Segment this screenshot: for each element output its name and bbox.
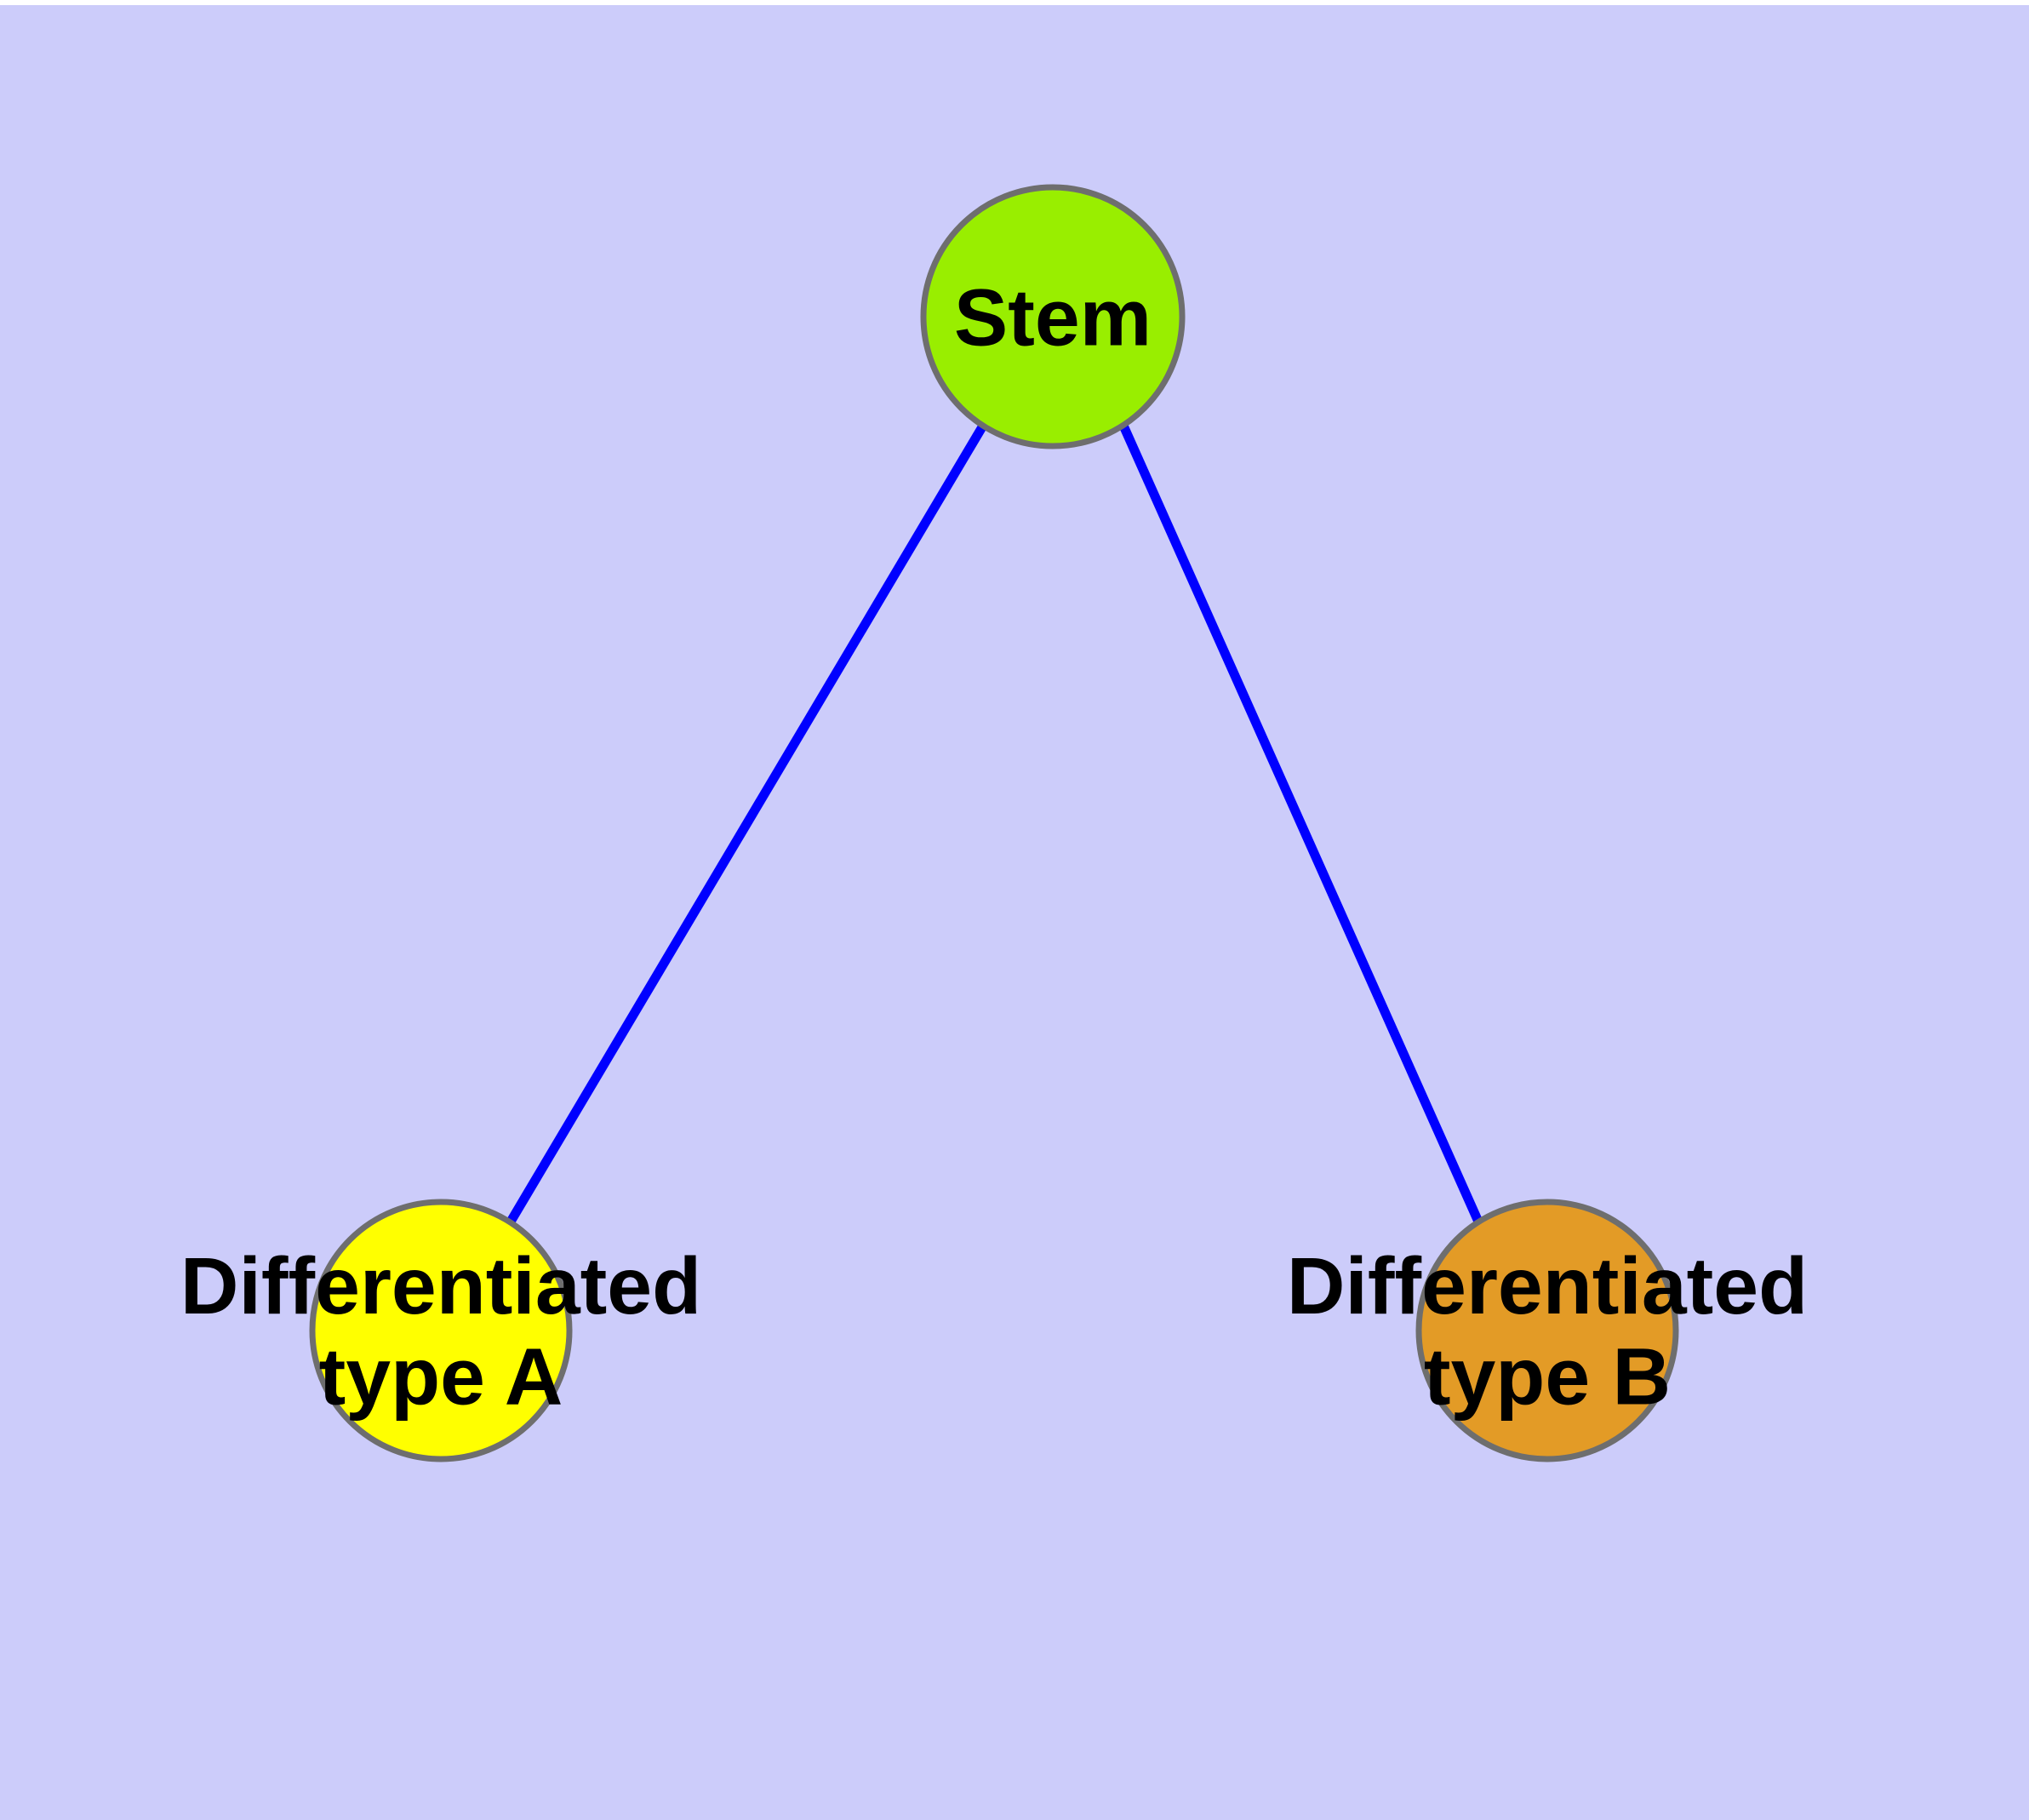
graph-node-label-stem: Stem bbox=[954, 272, 1152, 363]
edges-layer bbox=[506, 423, 1483, 1224]
graph-node-diff_b[interactable] bbox=[1415, 1199, 1679, 1462]
graph-edge-stem-diff_a bbox=[506, 423, 987, 1224]
graph-node-stem[interactable] bbox=[920, 184, 1186, 449]
label-line: Differentiated bbox=[180, 1241, 701, 1331]
nodes-layer bbox=[309, 184, 1679, 1462]
label-line: Differentiated bbox=[1287, 1241, 1808, 1331]
graph-node-diff_a[interactable] bbox=[309, 1199, 573, 1462]
label-line: Stem bbox=[954, 272, 1152, 363]
label-line: type B bbox=[1424, 1331, 1671, 1422]
graph-edge-stem-diff_b bbox=[1118, 423, 1483, 1224]
label-line: type A bbox=[319, 1331, 563, 1422]
